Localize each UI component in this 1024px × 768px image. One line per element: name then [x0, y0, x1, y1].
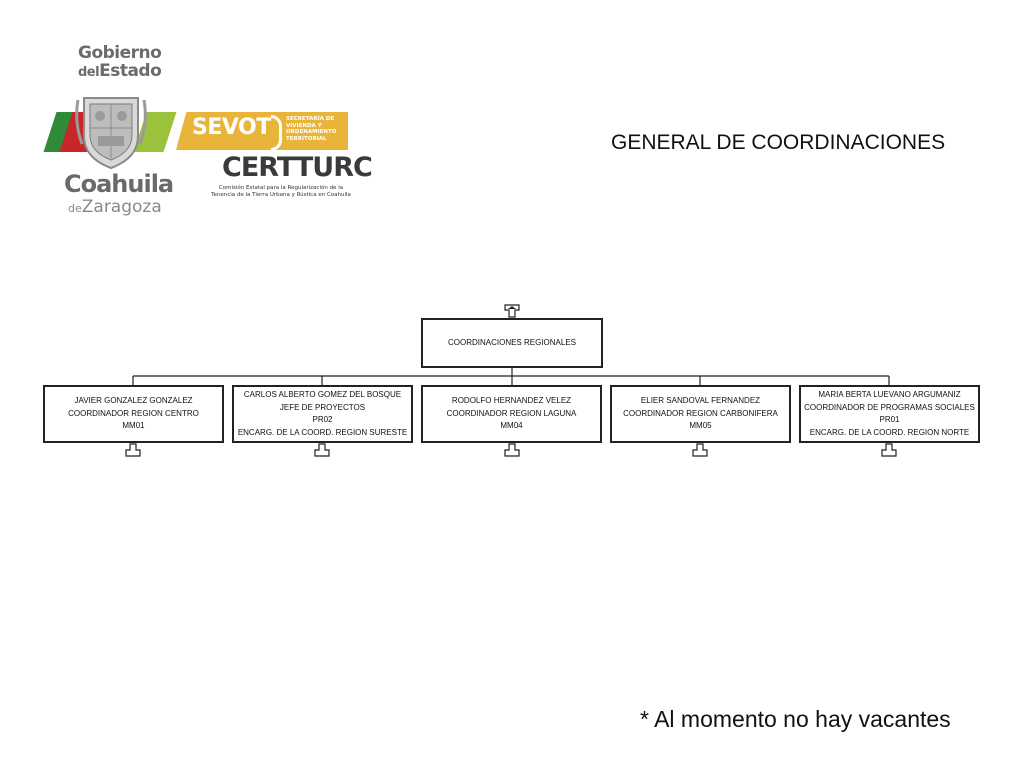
node-person: CARLOS ALBERTO GOMEZ DEL BOSQUE	[243, 390, 402, 399]
node-assignment: ENCARG. DE LA COORD. REGION SURESTE	[237, 427, 408, 437]
expand-down-icon[interactable]	[125, 443, 141, 457]
node-label: COORDINACIONES REGIONALES	[447, 337, 577, 347]
gobierno-word: Gobierno	[78, 43, 162, 63]
org-node-region-centro[interactable]: JAVIER GONZALEZ GONZALEZ COORDINADOR REG…	[43, 385, 224, 443]
del-estado-word: delEstado	[78, 61, 162, 81]
node-code: PR01	[879, 415, 900, 424]
node-position: COORDINADOR REGION CARBONIFERA	[623, 408, 778, 418]
node-person: MARIA BERTA LUEVANO ARGUMANIZ	[818, 390, 961, 399]
node-person: JAVIER GONZALEZ GONZALEZ	[74, 396, 193, 406]
org-node-region-norte[interactable]: MARIA BERTA LUEVANO ARGUMANIZ COORDINADO…	[799, 385, 980, 443]
expand-down-icon[interactable]	[692, 443, 708, 457]
expand-up-icon[interactable]	[504, 304, 520, 318]
node-position: COORDINADOR REGION LAGUNA	[446, 408, 577, 418]
gobierno-wordmark: Gobierno delEstado	[78, 43, 162, 82]
org-node-region-laguna[interactable]: RODOLFO HERNANDEZ VELEZ COORDINADOR REGI…	[421, 385, 602, 443]
node-position: COORDINADOR REGION CENTRO	[68, 408, 199, 418]
node-assignment: ENCARG. DE LA COORD. REGION NORTE	[809, 427, 970, 437]
sevot-description: SECRETARÍA DE VIVIENDA Y ORDENAMIENTO TE…	[286, 116, 337, 142]
node-code: PR02	[312, 415, 333, 424]
node-code: MM04	[500, 421, 523, 431]
org-root-node[interactable]: COORDINACIONES REGIONALES	[421, 318, 603, 368]
expand-down-icon[interactable]	[881, 443, 897, 457]
org-node-region-carbonifera[interactable]: ELIER SANDOVAL FERNANDEZ COORDINADOR REG…	[610, 385, 791, 443]
sevot-bracket-icon	[271, 115, 282, 151]
org-node-region-sureste[interactable]: CARLOS ALBERTO GOMEZ DEL BOSQUE JEFE DE …	[232, 385, 413, 443]
coat-of-arms-icon	[75, 97, 147, 170]
page-title: GENERAL DE COORDINACIONES	[611, 131, 946, 154]
node-person: ELIER SANDOVAL FERNANDEZ	[640, 396, 761, 406]
expand-down-icon[interactable]	[504, 443, 520, 457]
certturc-description: Comisión Estatal para la Regularización …	[211, 185, 351, 198]
de-zaragoza-word: deZaragoza	[68, 197, 162, 217]
vacancy-footnote: * Al momento no hay vacantes	[640, 706, 951, 732]
expand-down-icon[interactable]	[314, 443, 330, 457]
node-person: RODOLFO HERNANDEZ VELEZ	[451, 396, 572, 406]
node-code: MM05	[689, 421, 712, 431]
sevot-banner	[176, 112, 348, 150]
sevot-wordmark: SEVOT	[192, 115, 271, 140]
node-position: JEFE DE PROYECTOS	[279, 402, 366, 412]
node-position: COORDINADOR DE PROGRAMAS SOCIALES	[804, 402, 975, 412]
coahuila-word: Coahuila	[64, 170, 174, 198]
certturc-wordmark: CERTTURC	[222, 152, 373, 183]
node-code: MM01	[122, 421, 145, 431]
